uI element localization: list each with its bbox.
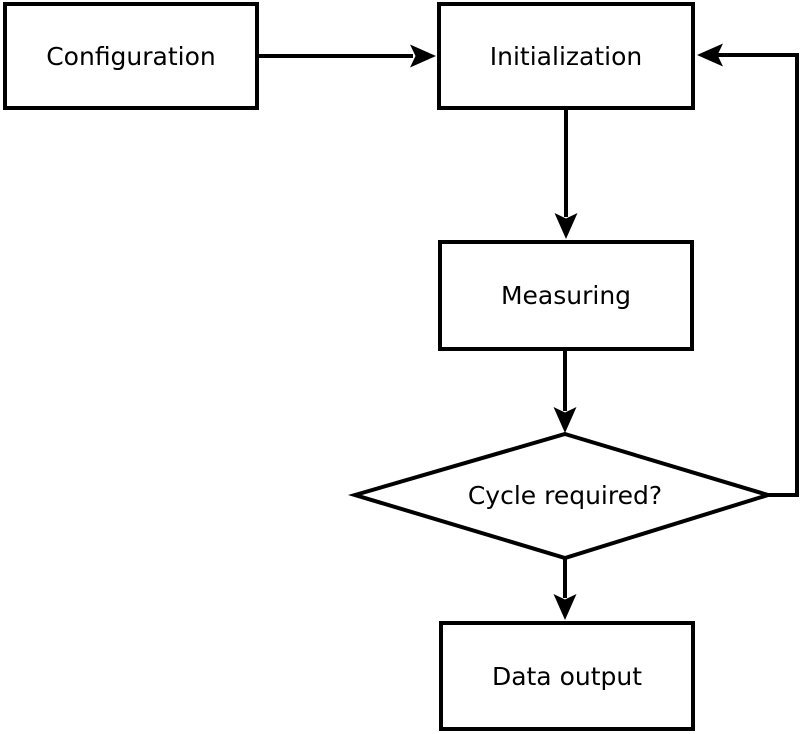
- edge-line: [716, 53, 799, 497]
- node-initialization: Initialization: [437, 2, 695, 110]
- arrowhead-left-icon: [697, 43, 723, 67]
- node-cycle-required: Cycle required?: [435, 474, 695, 516]
- arrowhead-right-icon: [410, 44, 436, 68]
- node-cycle-required-shape: [347, 431, 775, 561]
- node-cycle-required-label: Cycle required?: [467, 480, 663, 510]
- node-initialization-label: Initialization: [489, 41, 643, 71]
- node-data-output-label: Data output: [491, 661, 643, 691]
- arrowhead-down-icon: [553, 594, 577, 620]
- edge-cycle-required-to-data-output: [553, 556, 577, 620]
- edge-measuring-to-cycle-required: [553, 351, 577, 433]
- arrowhead-down-icon: [553, 407, 577, 433]
- node-measuring-label: Measuring: [500, 281, 632, 310]
- node-measuring: Measuring: [438, 240, 694, 351]
- node-data-output: Data output: [439, 621, 695, 731]
- node-configuration: Configuration: [3, 2, 259, 110]
- node-configuration-label: Configuration: [46, 41, 216, 71]
- edge-initialization-to-measuring: [554, 110, 578, 239]
- arrowhead-down-icon: [554, 213, 578, 239]
- edge-cycle-required-to-initialization: [697, 43, 799, 497]
- edge-configuration-to-initialization: [259, 44, 436, 68]
